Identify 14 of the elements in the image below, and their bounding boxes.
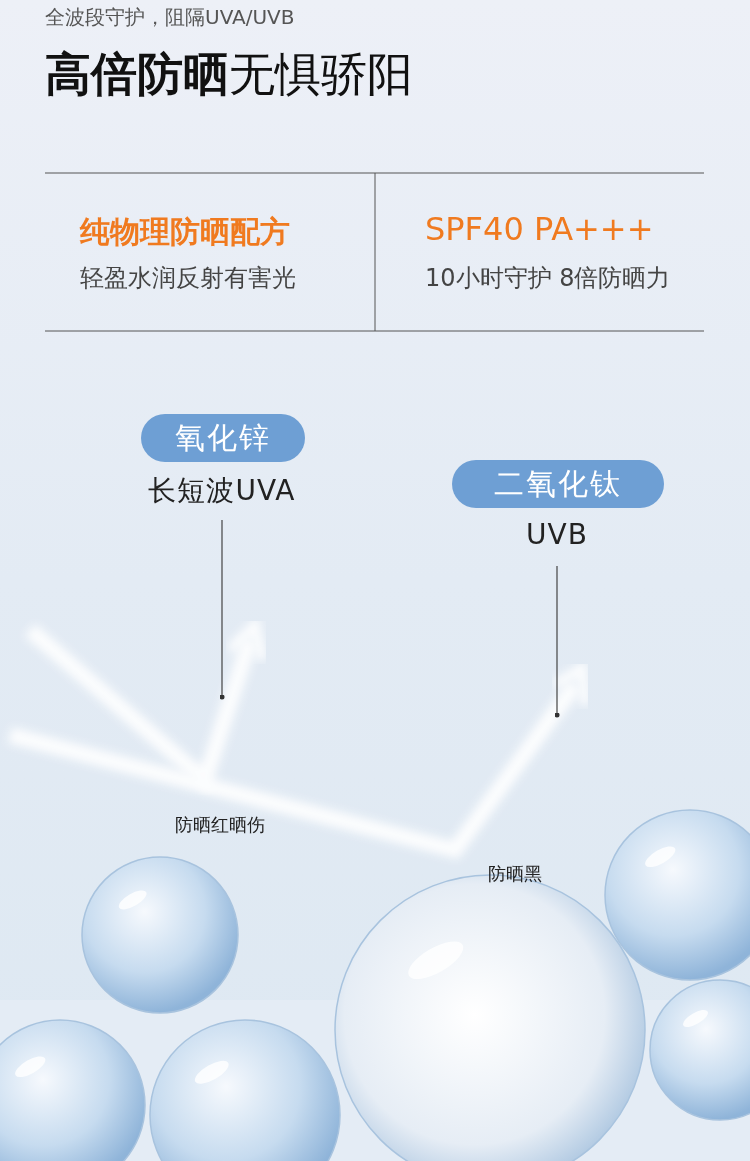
ingredient-pill: 二氧化钛 — [452, 460, 664, 508]
leader-line — [219, 519, 225, 700]
ingredient-pill: 氧化锌 — [141, 414, 305, 462]
feature-description: 10小时守护 8倍防晒力 — [425, 263, 671, 294]
feature-description: 轻盈水润反射有害光 — [80, 263, 296, 294]
feature-heading: SPF40 PA+++ — [425, 210, 654, 248]
effect-label: 防晒红晒伤 — [175, 813, 265, 837]
effect-label: 防晒黑 — [488, 862, 542, 886]
leader-line — [554, 565, 560, 718]
wavelength-label: 长短波UVA — [147, 473, 297, 509]
subtitle: 全波段守护，阻隔UVA/UVB — [45, 4, 295, 31]
wavelength-label: UVB — [525, 518, 589, 551]
heading: 高倍防晒无惧骄阳 — [45, 46, 413, 103]
feature-heading: 纯物理防晒配方 — [80, 213, 290, 251]
